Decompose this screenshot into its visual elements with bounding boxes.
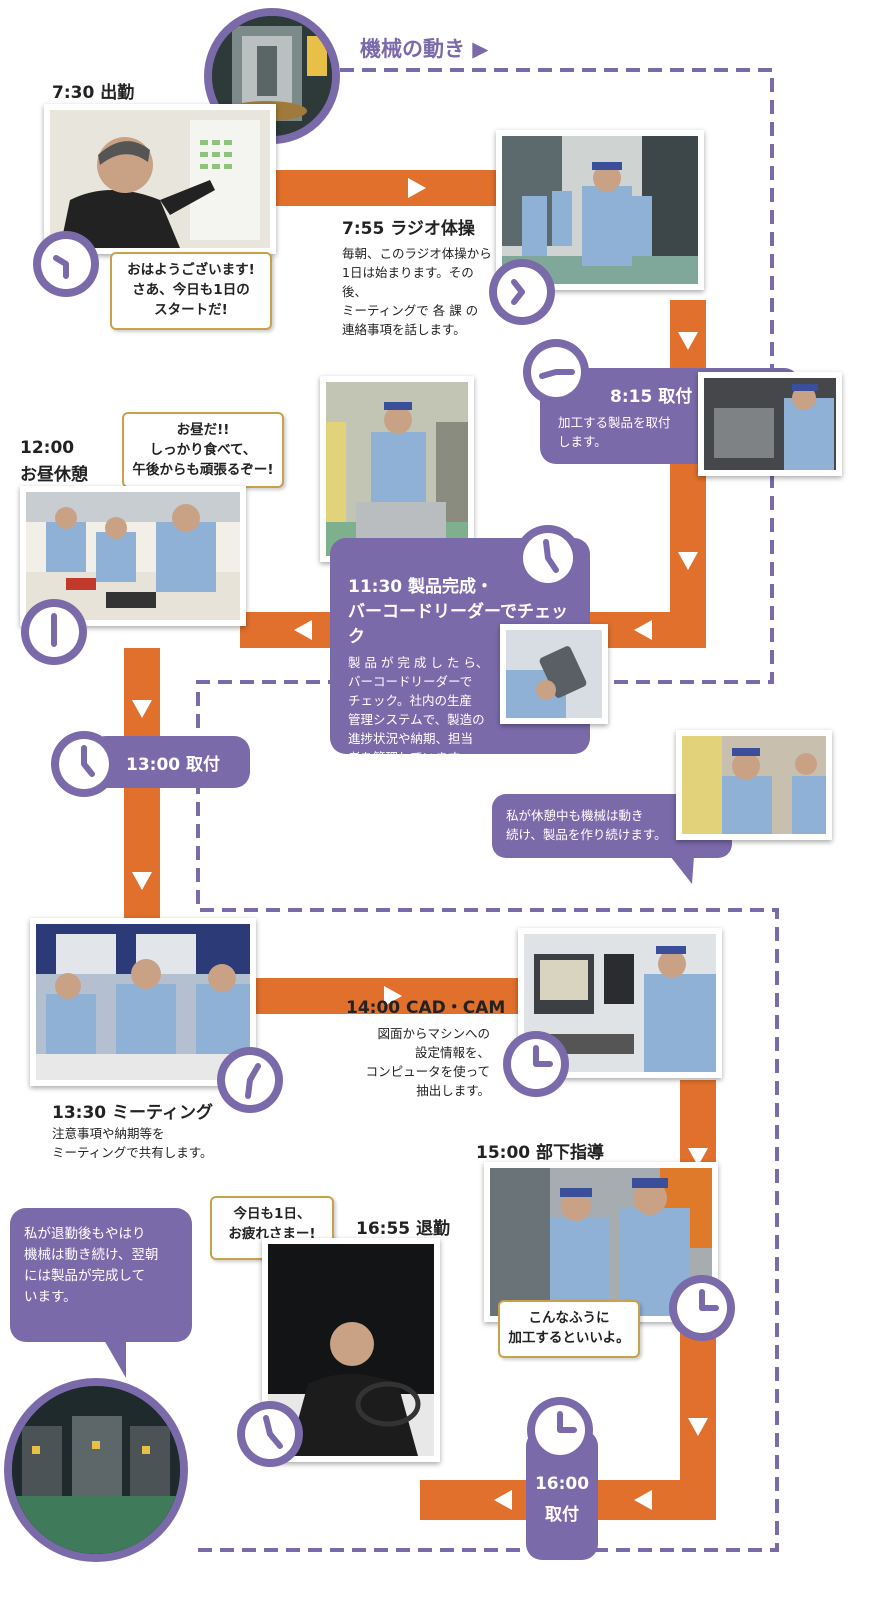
desc-line: バーコードリーダーで xyxy=(348,674,473,689)
desc-1130: 製 品 が 完 成 し た ら、 バーコードリーダーで チェック。社内の生産 管… xyxy=(348,653,498,767)
bubble-0730: おはようございます! さあ、今日も1日の スタートだ! xyxy=(110,252,272,330)
desc-line: 図面からマシンへの xyxy=(377,1026,490,1041)
desc-line: 毎朝、このラジオ体操から xyxy=(342,246,492,261)
label-1600: 取付 xyxy=(545,1505,579,1525)
clock-icon-1400 xyxy=(503,1031,569,1097)
time-0755: 7:55 ラジオ体操 xyxy=(342,219,475,239)
panel-final-note: 私が退勤後もやはり 機械は動き続け、翌朝 には製品が完成して います。 xyxy=(10,1208,192,1342)
machine-photo-bottom xyxy=(4,1378,188,1562)
machine-note-line: 続け、製品を作り続けます。 xyxy=(506,827,667,842)
bubble-1500-line: こんなふうに xyxy=(528,1310,610,1326)
desc-line: 注意事項や納期等を xyxy=(52,1126,165,1141)
flow-arrows xyxy=(132,178,708,1510)
clock-icon-1300 xyxy=(51,731,117,797)
photo-break xyxy=(676,730,832,840)
clock-icon-1655 xyxy=(237,1401,303,1467)
desc-line: 1日は始まります。その後、 xyxy=(342,265,474,299)
bubble-0730-line: スタートだ! xyxy=(154,302,228,318)
desc-line: 管理システムで、製造の xyxy=(348,712,485,727)
machine-dashed-path xyxy=(190,68,779,1552)
final-note-line: います。 xyxy=(24,1289,77,1305)
desc-line: コンピュータを使って xyxy=(365,1064,490,1079)
desc-1400: 図面からマシンへの 設定情報を、 コンピュータを使って 抽出します。 xyxy=(330,1024,490,1100)
time-1600: 16:00 xyxy=(534,1474,590,1494)
desc-line: 連絡事項を話します。 xyxy=(342,322,466,337)
bubble-1200-line: しっかり食べて、 xyxy=(149,442,257,458)
clock-icon-0755 xyxy=(489,259,555,325)
desc-1330: 注意事項や納期等を ミーティングで共有します。 xyxy=(52,1124,252,1162)
clock-icon-1200 xyxy=(21,599,87,665)
bubble-0730-line: さあ、今日も1日の xyxy=(132,282,250,298)
time-1130-line2: バーコードリーダーでチェック xyxy=(348,602,568,647)
bubble-1655-line: 今日も1日、 xyxy=(233,1206,311,1222)
final-note-line: 機械は動き続け、翌朝 xyxy=(24,1247,159,1263)
time-1330: 13:30 ミーティング xyxy=(52,1103,214,1123)
clock-icon-0815 xyxy=(523,339,589,405)
photo-mentoring xyxy=(484,1162,718,1322)
time-1130-line1: 11:30 製品完成・ xyxy=(348,577,494,597)
time-0730: 7:30 出勤 xyxy=(52,83,135,103)
bubble-1200-line: 午後からも頑張るぞー! xyxy=(132,462,274,478)
bubble-1200-line: お昼だ!! xyxy=(176,422,230,438)
time-0815: 8:15 取付 xyxy=(610,387,693,407)
clock-icon-1130 xyxy=(515,525,581,591)
desc-0815: 加工する製品を取付 します。 xyxy=(558,413,786,451)
desc-line: 設定情報を、 xyxy=(414,1045,490,1060)
desc-line: します。 xyxy=(558,434,607,449)
time-1300: 13:00 取付 xyxy=(126,755,221,775)
photo-mounting-0815 xyxy=(698,372,842,476)
photo-barcode xyxy=(500,624,608,724)
time-1500: 15:00 部下指導 xyxy=(476,1143,605,1163)
final-note-line: には製品が完成して xyxy=(24,1268,146,1284)
time-1200-line1: 12:00 xyxy=(20,438,75,458)
desc-line: ミーティングで 各 課 の xyxy=(342,303,479,318)
photo-arrival xyxy=(44,104,276,254)
photo-lunch xyxy=(20,486,246,626)
final-note-tail xyxy=(104,1340,126,1378)
time-1655: 16:55 退勤 xyxy=(356,1219,451,1239)
machine-note-line: 私が休憩中も機械は動き xyxy=(506,808,644,823)
time-1200-line2: お昼休憩 xyxy=(20,465,88,485)
photo-meeting xyxy=(30,918,256,1086)
desc-line: 進捗状況や納期、担当 xyxy=(348,731,474,746)
photo-product-complete xyxy=(320,376,474,562)
clock-icon-1600 xyxy=(527,1397,593,1463)
machine-movement-label: 機械の動き ▶ xyxy=(360,37,489,61)
time-1400: 14:00 CAD・CAM xyxy=(346,998,506,1018)
clock-icon-0730 xyxy=(33,231,99,297)
desc-line: 製 品 が 完 成 し た ら、 xyxy=(348,655,489,670)
desc-line: 抽出します。 xyxy=(416,1083,490,1098)
clock-icon-1500 xyxy=(669,1275,735,1341)
desc-line: 者を管理しています。 xyxy=(348,750,472,765)
photo-radio-exercise xyxy=(496,130,704,290)
final-note: 私が退勤後もやはり 機械は動き続け、翌朝 には製品が完成して います。 xyxy=(24,1224,178,1308)
desc-0755: 毎朝、このラジオ体操から 1日は始まります。その後、 ミーティングで 各 課 の… xyxy=(342,244,492,339)
bubble-1200: お昼だ!! しっかり食べて、 午後からも頑張るぞー! xyxy=(122,412,284,488)
desc-line: ミーティングで共有します。 xyxy=(52,1145,213,1160)
bubble-tail xyxy=(670,856,694,884)
machine-note: 私が休憩中も機械は動き 続け、製品を作り続けます。 xyxy=(506,806,718,844)
bubble-1500: こんなふうに 加工するといいよ。 xyxy=(498,1300,640,1358)
desc-line: 加工する製品を取付 xyxy=(558,415,671,430)
bubble-1500-line: 加工するといいよ。 xyxy=(508,1330,630,1346)
desc-line: チェック。社内の生産 xyxy=(348,693,473,708)
bubble-0730-line: おはようございます! xyxy=(127,262,255,278)
clock-icon-1330 xyxy=(217,1047,283,1113)
final-note-line: 私が退勤後もやはり xyxy=(24,1226,146,1242)
